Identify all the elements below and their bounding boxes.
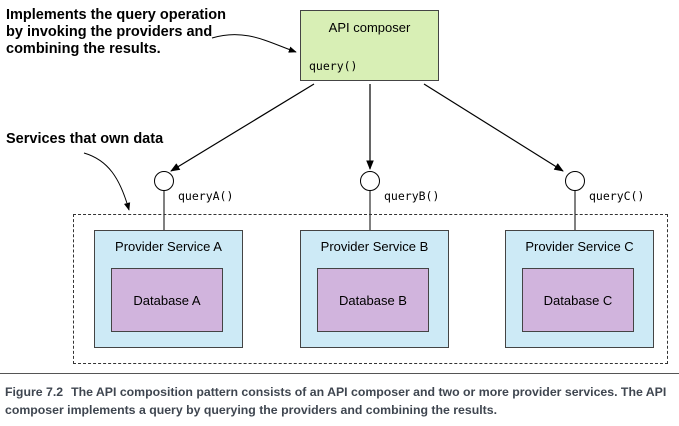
provider-service-a: Provider Service A Database A [94, 230, 243, 348]
services-annotation: Services that own data [6, 131, 164, 147]
services-annotation-arrow [83, 152, 131, 211]
database-label: Database A [133, 292, 201, 308]
database-label: Database B [339, 292, 407, 308]
provider-service-label: Provider Service A [115, 239, 222, 254]
caption-divider [0, 373, 679, 374]
database-a: Database A [111, 268, 223, 332]
interface-circle-c [565, 171, 585, 191]
api-composer-title: API composer [328, 20, 411, 35]
interface-circle-a [154, 171, 174, 191]
provider-service-label: Provider Service C [525, 239, 634, 254]
caption-text: The API composition pattern consists of … [5, 385, 667, 417]
composer-annotation-line: by invoking the providers and [6, 24, 213, 40]
api-composer-box: API composer query() [300, 10, 439, 81]
interface-circle-b [360, 171, 380, 191]
composer-annotation-line: combining the results. [6, 41, 161, 57]
arrow-to-provider-c [423, 83, 564, 172]
composer-annotation-arrow [211, 34, 297, 53]
services-boundary [73, 214, 668, 364]
api-composer-method: query() [309, 59, 358, 73]
interface-label-b: queryB() [384, 189, 440, 203]
interface-label-c: queryC() [589, 189, 645, 203]
provider-service-c: Provider Service C Database C [505, 230, 654, 348]
provider-service-label: Provider Service B [320, 239, 429, 254]
interface-label-a: queryA() [178, 189, 234, 203]
database-b: Database B [317, 268, 429, 332]
database-label: Database C [543, 292, 613, 308]
provider-service-b: Provider Service B Database B [300, 230, 449, 348]
composer-annotation-line: Implements the query operation [6, 7, 226, 23]
database-c: Database C [522, 268, 634, 332]
composer-annotation: Implements the query operation by invoki… [6, 7, 226, 58]
figure-number: Figure 7.2 [5, 385, 64, 399]
arrow-to-provider-a [170, 83, 315, 172]
